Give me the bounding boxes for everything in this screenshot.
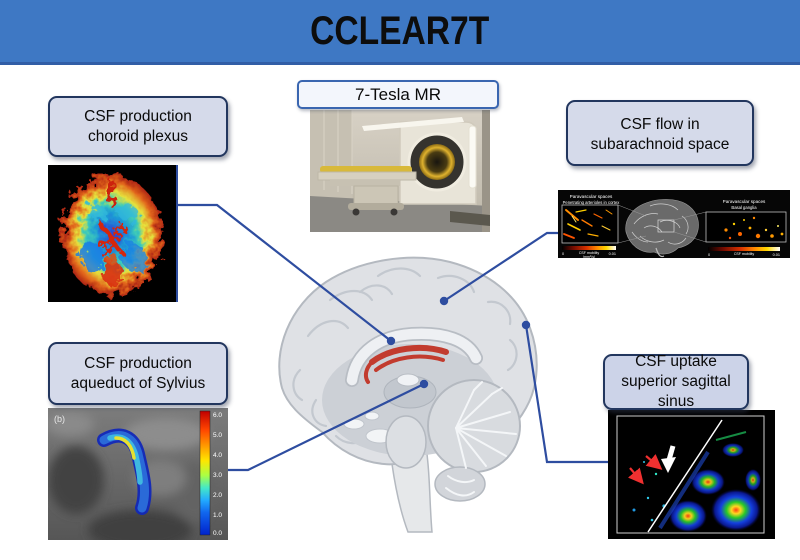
svg-text:3.0: 3.0 [213,472,222,479]
table-wheel [390,208,398,216]
page-title: CCLEAR7T [310,8,490,53]
label-line: superior sagittal [621,373,731,391]
label-7tesla: 7-Tesla MR [297,80,499,109]
flow-left-colorbar [562,246,616,250]
uptake-heat-blobs [632,431,761,532]
colorbar-min: 0 [708,253,710,257]
table-under [330,180,400,186]
choroid-plexus-highlight [363,344,449,384]
colorbar-min: 0 [562,252,564,256]
colorbar-max: 0.01 [609,252,616,256]
label-line: sinus [657,392,695,410]
label-line: CSF flow in [620,116,700,134]
header-banner: CCLEAR7T [0,0,800,65]
tesla-label-text: 7-Tesla MR [355,84,441,104]
table-wheel [352,208,360,216]
colorbar-max: 0.01 [773,253,780,257]
flow-right-title: Paravascular spaces [723,199,766,204]
floor-mat [450,211,490,226]
csf-flow-figure: Paravascular spaces Penetrating arteriol… [558,190,790,258]
svg-text:2.0: 2.0 [213,492,222,499]
flow-leader-lines [617,204,707,244]
svg-text:5.0: 5.0 [213,432,222,439]
label-line: CSF production [84,107,192,125]
brain-illustration [278,256,538,533]
colorbar-units: (mm²/s) [583,255,595,258]
table-pedestal [353,185,399,205]
table-pad [320,166,412,173]
patient-table [317,171,417,181]
svg-text:6.0: 6.0 [213,412,222,419]
flow-roi-box [657,219,675,233]
flow-left-title: Paravascular spaces [570,194,613,199]
cerebellum [427,379,521,473]
pons [385,415,427,469]
label-line: aqueduct of Sylvius [70,374,206,392]
flow-right-subtitle: Basal ganglia [731,205,757,210]
red-pointer-arrows [628,454,663,485]
ceiling-light [362,117,464,131]
svg-text:1.0: 1.0 [213,512,222,519]
jet-colorbar [199,410,211,536]
jet-colorbar-ticks: 6.0 5.0 4.0 3.0 2.0 1.0 0.0 [213,412,222,537]
wall-light-strip [468,125,477,189]
mri-anatomy-texture [48,412,214,540]
flow-right-dots [724,216,784,240]
scanner-bore [419,144,455,180]
bore-rim [407,132,467,192]
flow-left-subtitle: Penetrating arterioles in cortex [563,200,621,205]
white-pointer-arrow [661,445,676,473]
uptake-mri-image [608,410,775,539]
label-aqueduct: CSF production aqueduct of Sylvius [48,342,228,405]
svg-text:0.0: 0.0 [213,530,222,537]
sinus-reference-line [647,419,723,533]
aqueduct-flow-overlay [97,428,152,515]
label-line: choroid plexus [88,127,188,145]
label-choroid-plexus: CSF production choroid plexus [48,96,228,157]
flow-left-streaks [563,209,613,239]
aqueduct-mri-image: (b) 6.0 5.0 4.0 3.0 2.0 1.0 0.0 [48,408,228,540]
label-subarachnoid: CSF flow in subarachnoid space [566,100,754,166]
corpus-callosum [346,328,482,386]
fornix [396,373,420,387]
colorbar-label: CSF mobility [734,252,755,256]
left-wall [310,110,352,200]
label-line: subarachnoid space [590,136,730,154]
flow-center-brain [625,199,699,258]
label-line: CSF uptake [635,353,717,371]
flow-right-colorbar [708,247,780,251]
arbor-vitae [445,381,517,497]
flow-right-inset [705,211,787,243]
right-wall-edge [482,110,490,232]
label-line: CSF production [84,354,192,372]
svg-text:4.0: 4.0 [213,452,222,459]
label-uptake: CSF uptake superior sagittal sinus [603,353,749,410]
pet-brain-image [48,165,178,302]
colorbar-label: CSF mobility [579,251,600,255]
mri-scanner-photo [310,110,490,232]
figure-panel-label: (b) [54,414,65,424]
